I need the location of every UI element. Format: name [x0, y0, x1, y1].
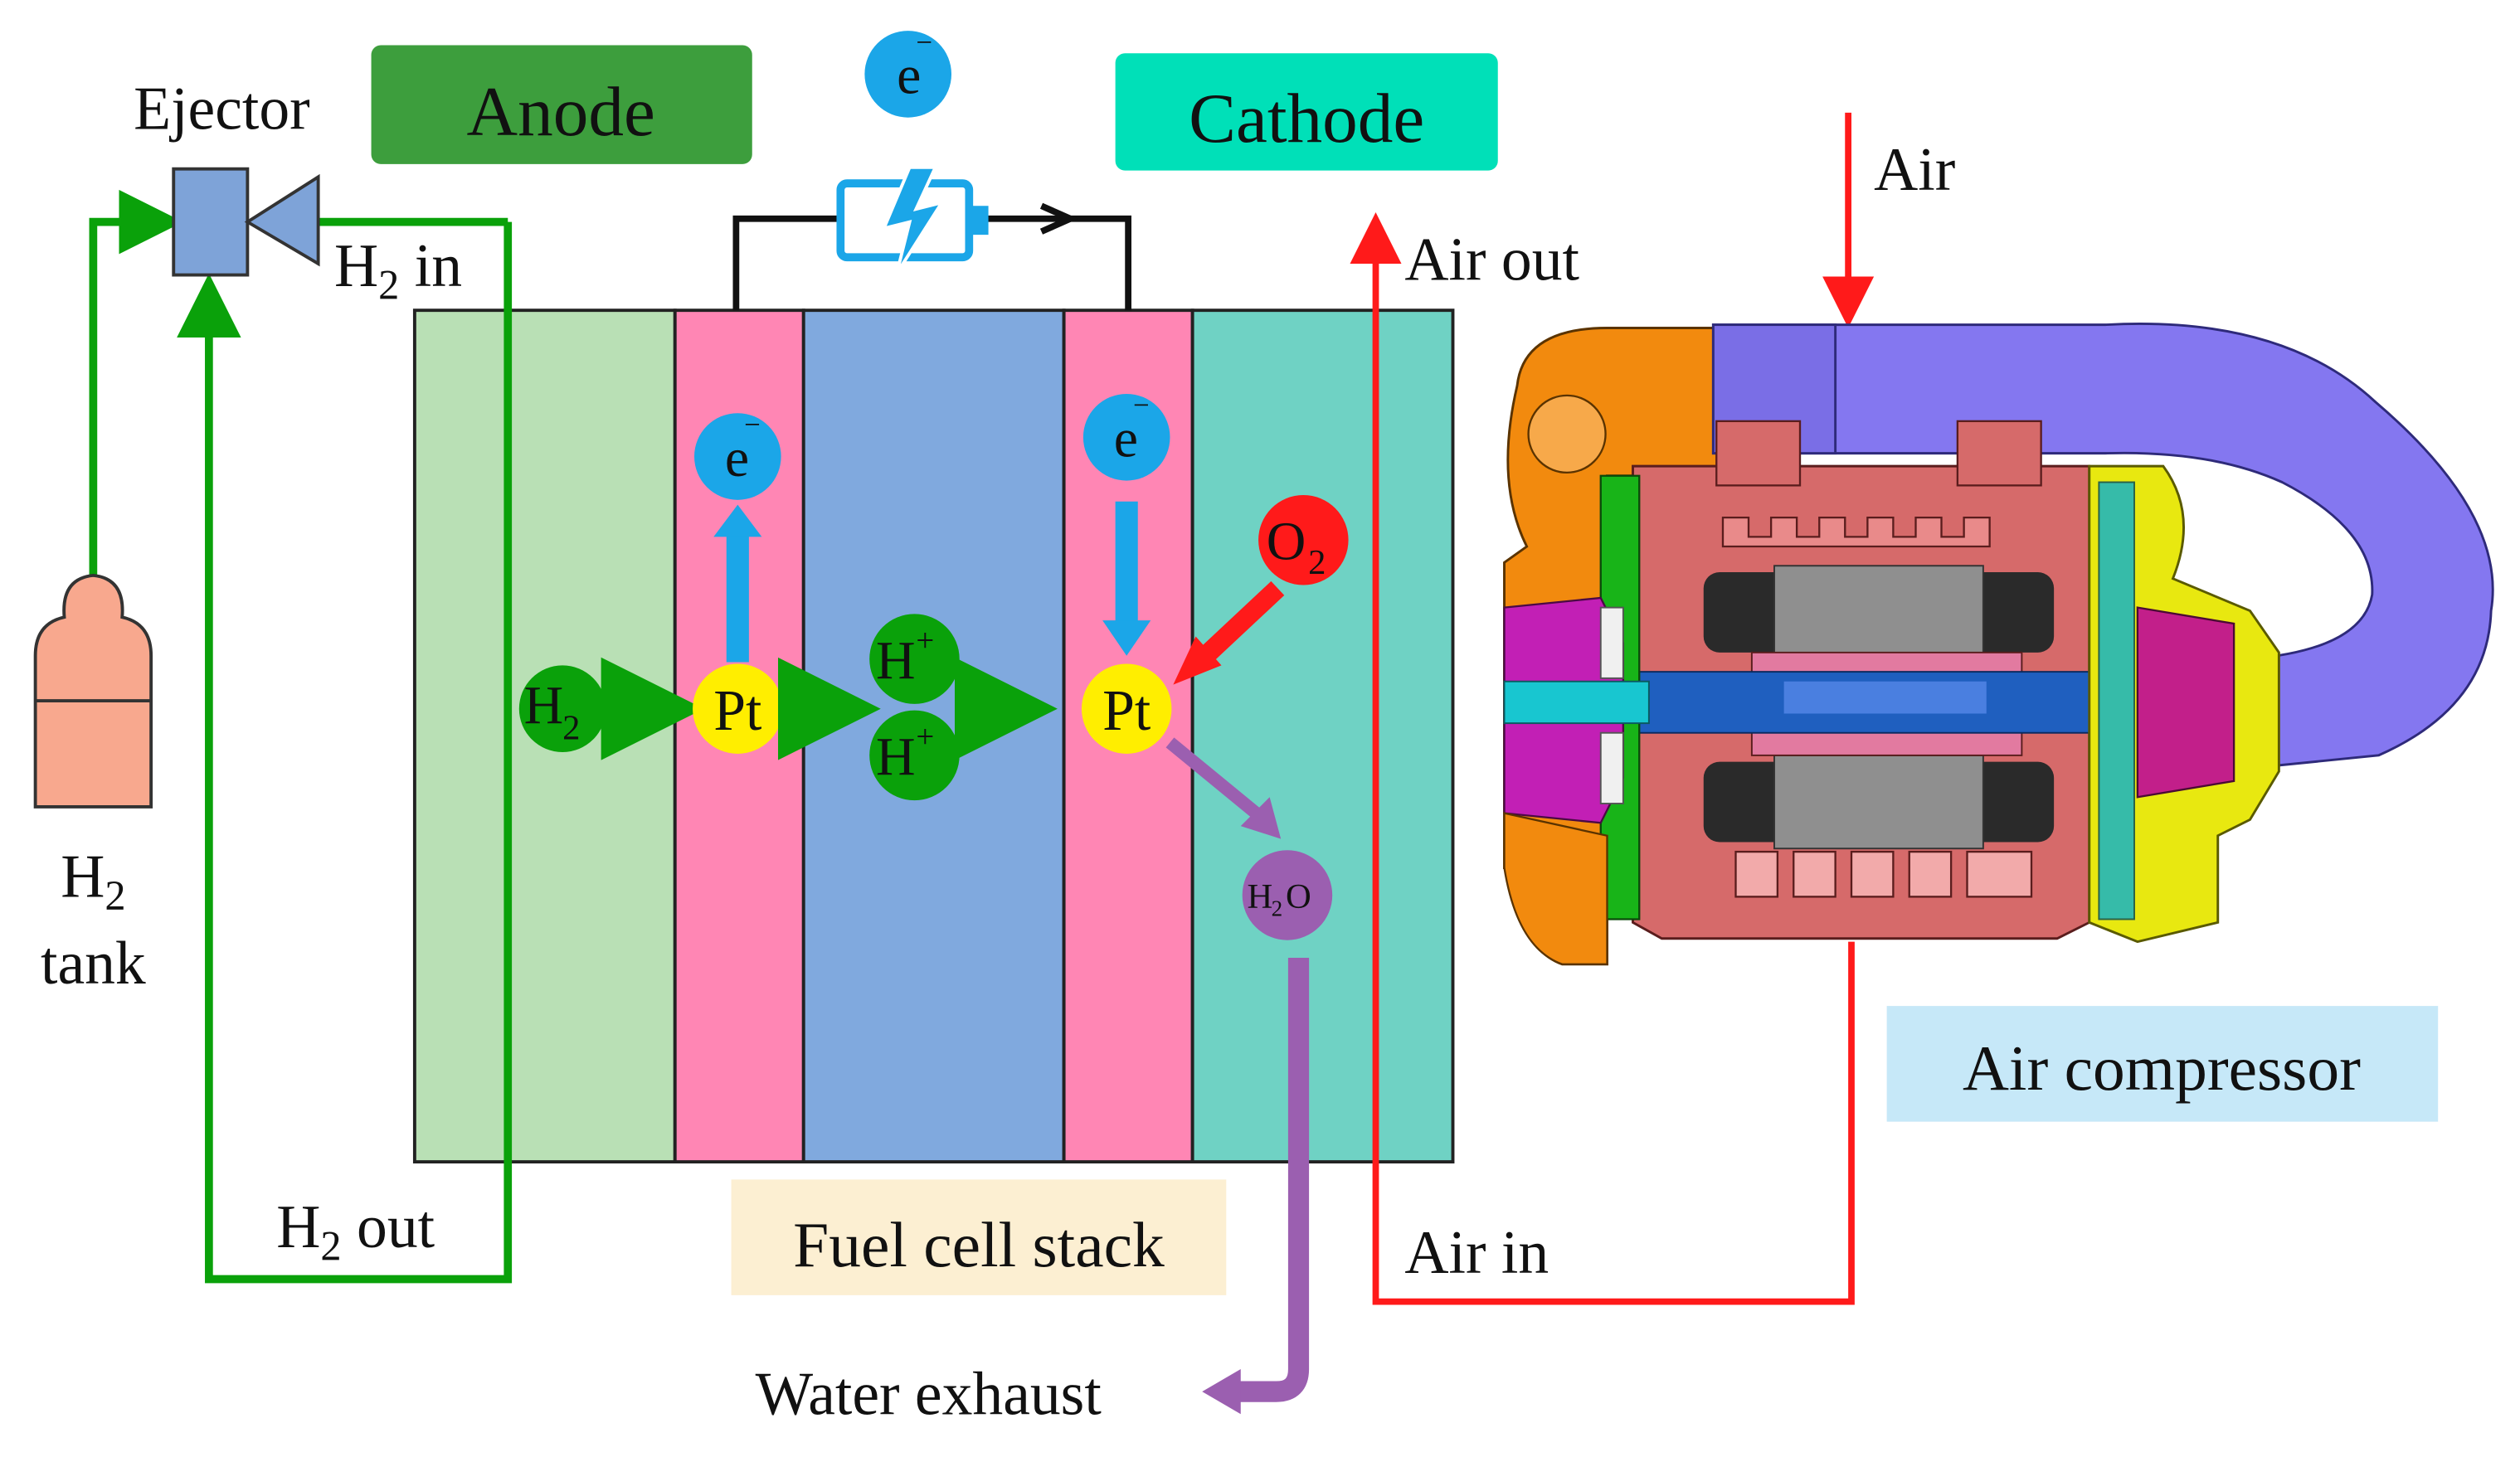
svg-text:O: O [1286, 877, 1311, 916]
cathode-label: Cathode [1115, 53, 1498, 171]
water-molecule: H 2 O [1242, 850, 1333, 940]
h2-out-label: H2 out [276, 1192, 435, 1269]
svg-text:Cathode: Cathode [1189, 80, 1424, 158]
svg-text:Pt: Pt [1102, 679, 1151, 743]
svg-text:2: 2 [1308, 543, 1326, 582]
air-in-line [1350, 212, 1855, 1305]
svg-text:H: H [876, 726, 916, 787]
svg-text:e: e [725, 428, 749, 488]
h2-recirculation-line [177, 221, 513, 1284]
air-out-label: Air out [1404, 225, 1579, 293]
svg-text:2: 2 [1272, 896, 1283, 921]
svg-text:H: H [876, 630, 916, 691]
air-compressor-illustration [1503, 323, 2494, 966]
oxygen-molecule: O 2 [1258, 495, 1349, 585]
svg-text:Air compressor: Air compressor [1963, 1032, 2361, 1104]
battery-icon [836, 165, 989, 274]
pt-to-electron-arrow [713, 504, 762, 663]
svg-text:O: O [1267, 512, 1306, 572]
ejector-label: Ejector [134, 74, 310, 142]
pt-cathode: Pt [1081, 663, 1172, 754]
svg-text:−: − [1133, 389, 1150, 421]
air-compressor-label: Air compressor [1886, 1006, 2439, 1122]
electron-cathode: e − [1082, 389, 1170, 481]
hydrogen-loop [89, 189, 513, 1284]
hydrogen-tank-icon [33, 573, 153, 809]
h2-molecule: H 2 [518, 665, 606, 752]
svg-text:Anode: Anode [467, 73, 655, 151]
air-in-label: Air in [1404, 1218, 1549, 1286]
oxygen-to-pt-arrow [1173, 580, 1285, 685]
electron-top: e − [864, 26, 951, 118]
water-exhaust-line [1202, 958, 1310, 1415]
external-circuit: e − [732, 26, 1131, 311]
cathode-gas-diffusion-layer [1190, 308, 1455, 1163]
proton-upper: H + [869, 614, 960, 704]
svg-text:Fuel cell stack: Fuel cell stack [793, 1209, 1165, 1280]
pt-anode: Pt [693, 663, 783, 754]
fuel-cell-stack-label: Fuel cell stack [731, 1179, 1227, 1295]
ejector-icon [172, 167, 320, 277]
h2-tank-label: H2 [61, 842, 125, 918]
circuit-arrowhead [1039, 202, 1078, 235]
svg-text:H: H [524, 675, 564, 736]
svg-text:e: e [897, 46, 921, 106]
electron-to-pt-arrow [1102, 501, 1151, 656]
svg-text:Pt: Pt [713, 679, 761, 743]
electron-anode: e − [694, 408, 781, 500]
svg-text:+: + [916, 623, 934, 658]
svg-text:H: H [1248, 877, 1273, 916]
water-exhaust-label: Water exhaust [756, 1359, 1102, 1427]
proton-lower: H + [869, 710, 960, 801]
svg-text:2: 2 [562, 708, 580, 747]
air-loop [1350, 112, 1875, 1305]
svg-text:−: − [744, 408, 761, 440]
h2-tank-word: tank [41, 929, 146, 997]
tank-to-ejector-line [89, 189, 183, 582]
svg-text:e: e [1114, 409, 1138, 469]
svg-text:−: − [916, 26, 932, 58]
svg-text:+: + [916, 719, 934, 755]
h2-in-label: H2 in [334, 231, 462, 308]
anode-label: Anode [371, 45, 752, 164]
air-label: Air [1874, 135, 1955, 203]
pt-to-water-arrow [1165, 737, 1282, 839]
